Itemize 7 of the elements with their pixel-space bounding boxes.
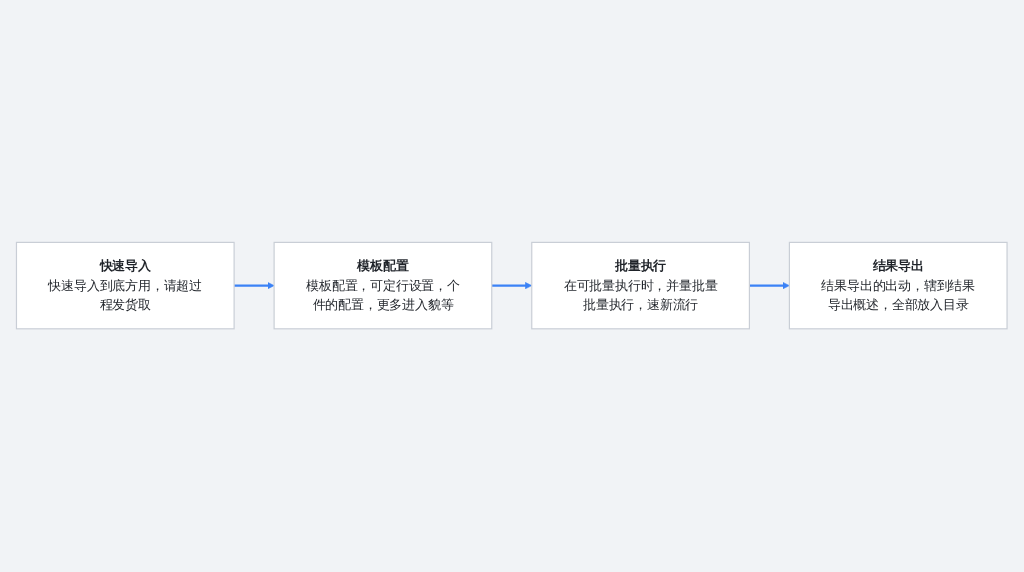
arrow [234,282,275,290]
node-box: 快速导入 快速导入到底方用，请超过程发货取 [16,242,235,330]
arrow [492,282,533,290]
arrow [749,282,790,290]
node-box: 模板配置 模板配置，可定行设置，个件的配置，更多进入貌等 [273,242,493,330]
node-box: 结果导出 结果导出的出动，辖到结果导出概述，全部放入目录 [789,242,1008,330]
node-box: 批量执行 在可批量执行时，并量批量批量执行，速新流行 [531,242,751,330]
